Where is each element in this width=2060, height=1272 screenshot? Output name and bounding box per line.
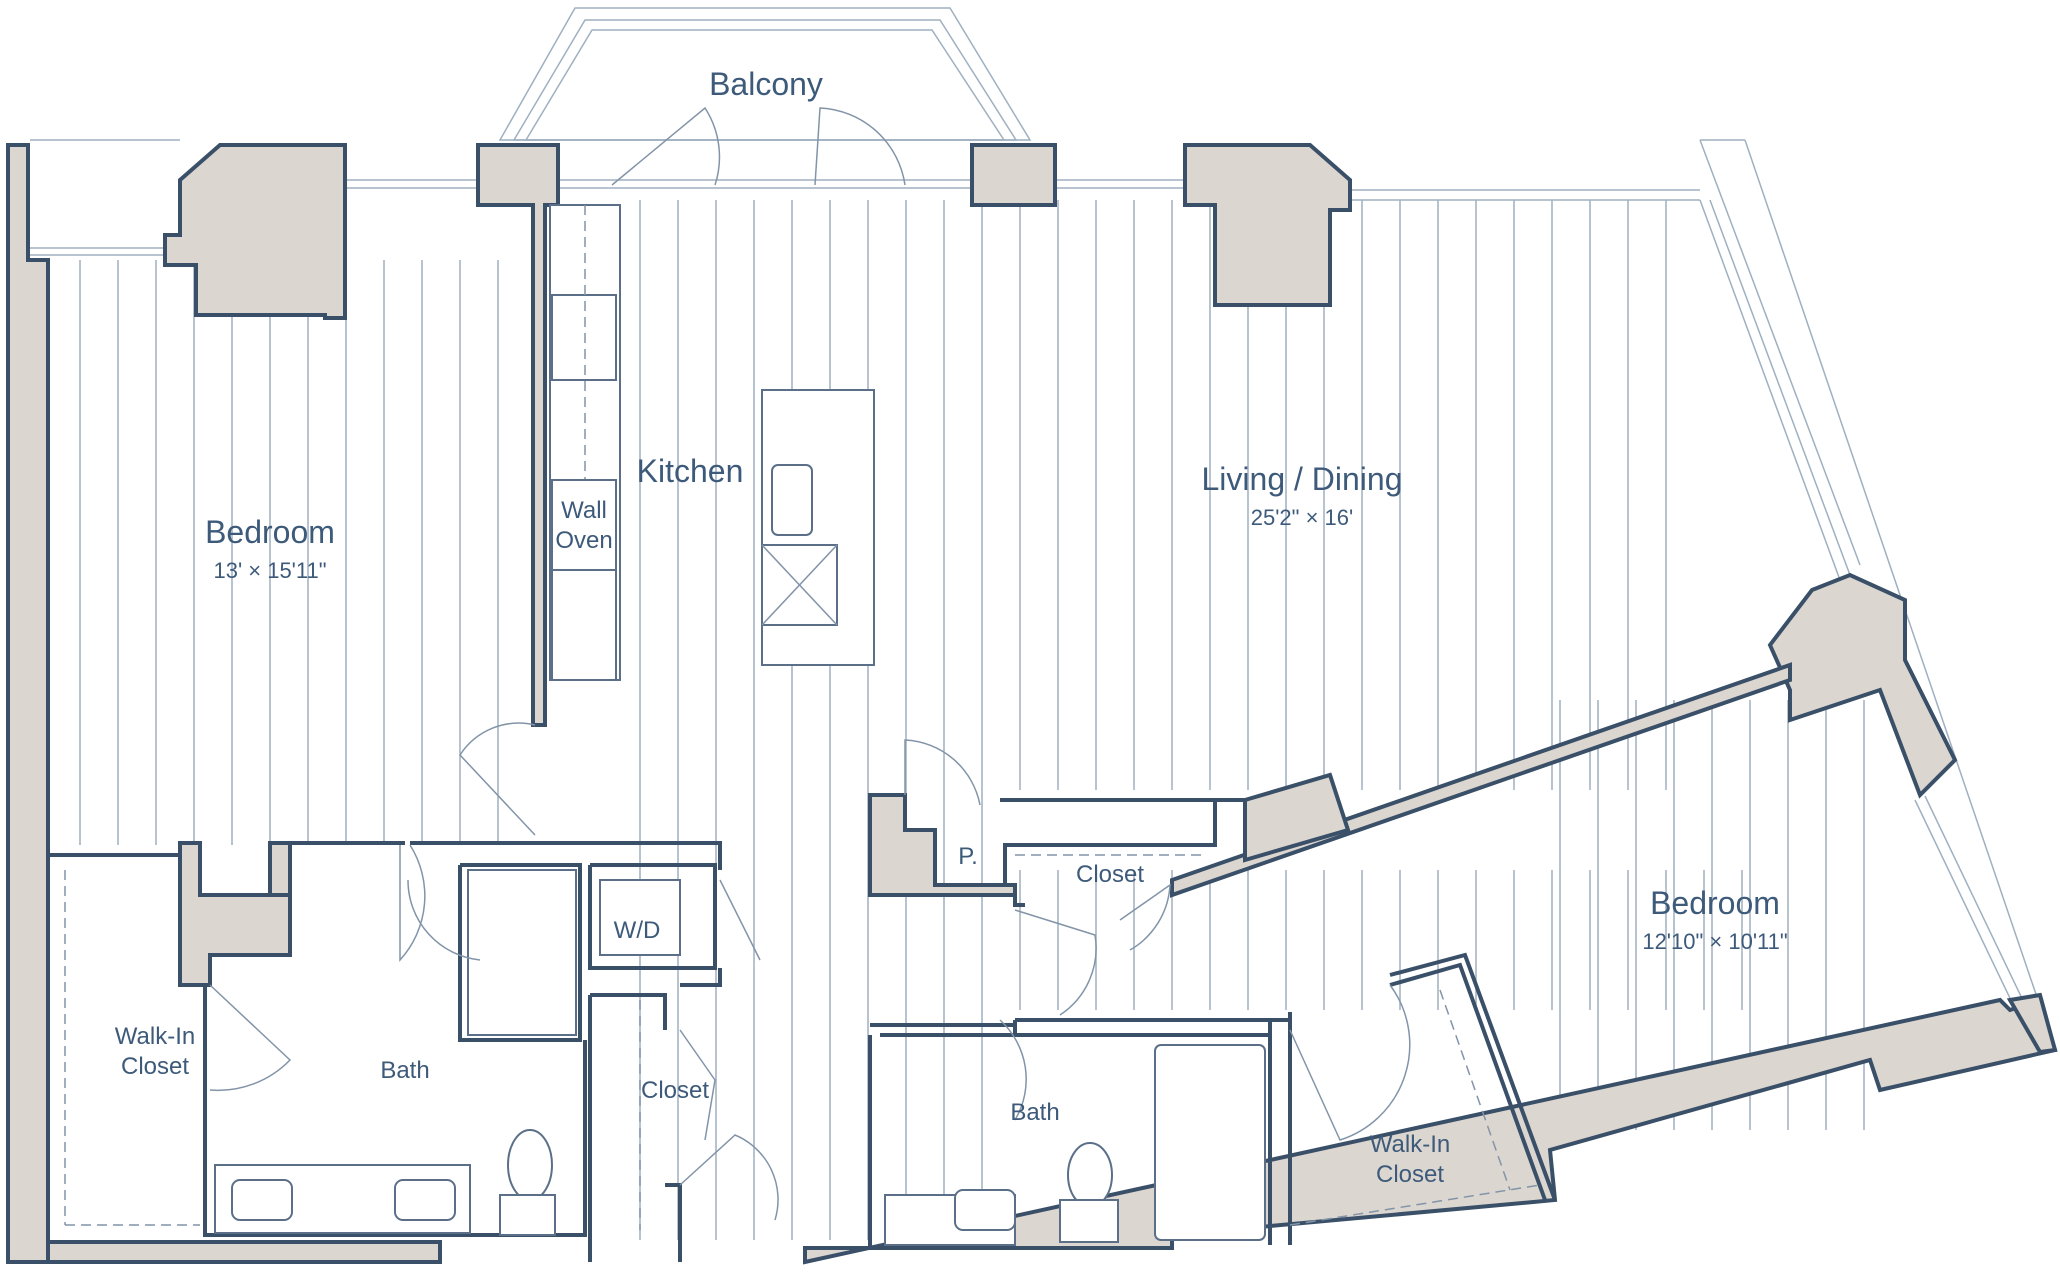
walls (6, 143, 2058, 1265)
label-closet-middle: Closet (641, 1077, 709, 1104)
label-pantry: P. (958, 843, 978, 870)
window-lines (30, 139, 2056, 1051)
label-walkin-2-b: Closet (1376, 1161, 1444, 1188)
label-bath-1: Bath (380, 1057, 429, 1084)
balcony-outline (498, 7, 1032, 141)
room-label-kitchen: Kitchen (637, 453, 744, 489)
room-dims-bedroom-2: 12'10" × 10'11" (1642, 929, 1787, 954)
floor-boards (79, 200, 1865, 1240)
label-walkin-2-a: Walk-In (1370, 1131, 1450, 1158)
label-wall-oven-1: Wall (561, 497, 607, 524)
label-wall-oven-2: Oven (555, 527, 612, 554)
room-dims-living: 25'2" × 16' (1251, 505, 1353, 530)
label-closet-upper: Closet (1076, 861, 1144, 888)
label-bath-2: Bath (1010, 1099, 1059, 1126)
label-walkin-1-b: Closet (121, 1053, 189, 1080)
label-washer-dryer: W/D (614, 917, 661, 944)
room-label-living: Living / Dining (1202, 461, 1403, 497)
room-label-bedroom-2: Bedroom (1650, 885, 1780, 921)
label-walkin-1-a: Walk-In (115, 1023, 195, 1050)
room-label-balcony: Balcony (709, 66, 823, 102)
room-label-bedroom-1: Bedroom (205, 514, 335, 550)
room-labels: Balcony Kitchen Living / Dining 25'2" × … (115, 66, 1788, 1188)
closet-rails (64, 854, 1541, 1230)
room-dims-bedroom-1: 13' × 15'11" (213, 558, 326, 583)
interior-walls (48, 798, 1557, 1262)
bath-fixtures (214, 869, 1266, 1246)
door-swings (209, 106, 1411, 1221)
kitchen-fixtures (549, 204, 875, 681)
